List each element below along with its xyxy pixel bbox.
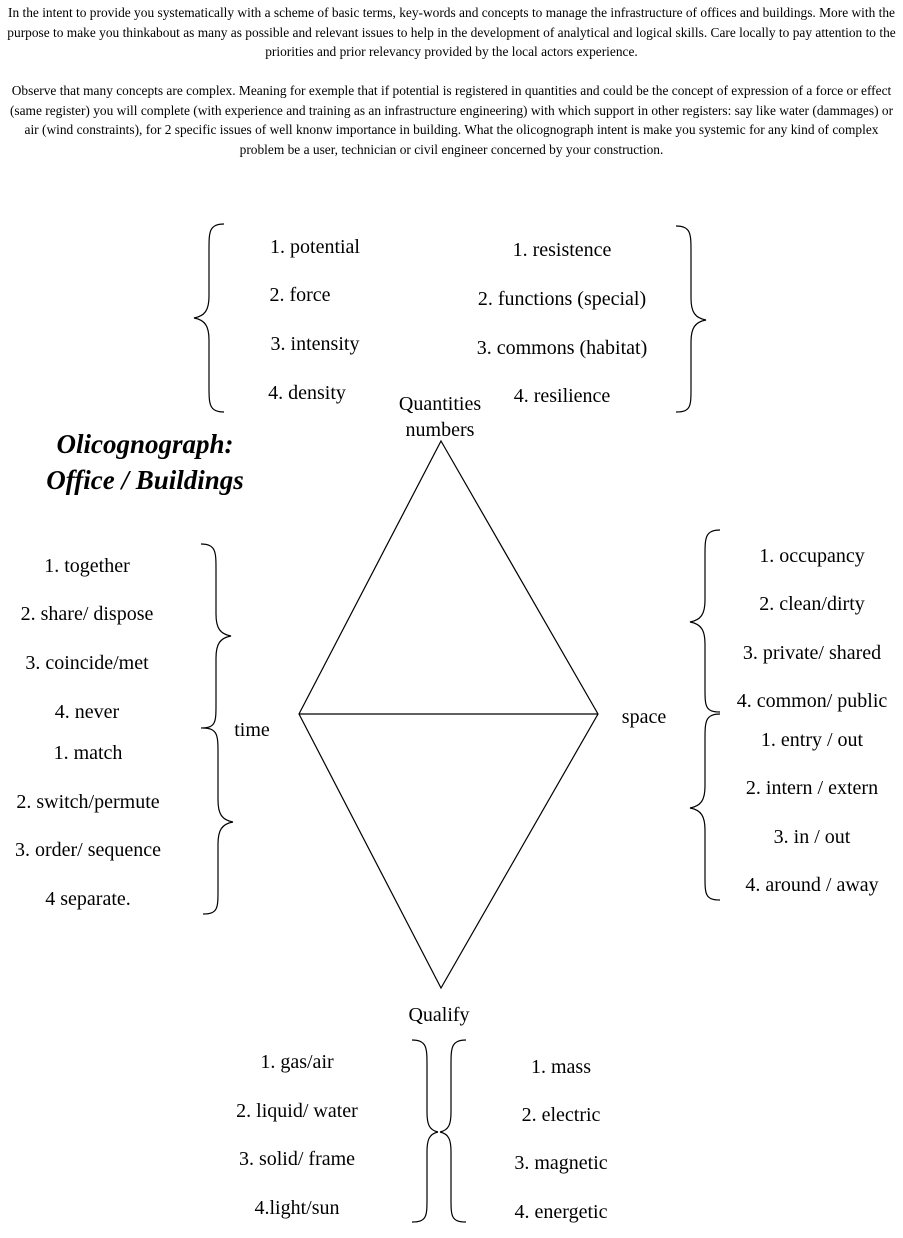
list-item-commons: 3. commons (habitat) xyxy=(476,337,648,359)
list-item-never: 4. never xyxy=(54,701,120,723)
list-item-around-away: 4. around / away xyxy=(745,874,879,896)
list-item-functions: 2. functions (special) xyxy=(477,288,647,310)
axis-label-time: time xyxy=(234,719,270,741)
list-item-together: 1. together xyxy=(44,555,130,577)
axis-label-quantities: Quantities xyxy=(398,393,482,415)
list-item-in-out: 3. in / out xyxy=(773,826,851,848)
list-item-density: 4. density xyxy=(268,382,346,404)
list-item-solid-frame: 3. solid/ frame xyxy=(238,1148,356,1170)
brace-right-upper xyxy=(689,529,721,713)
brace-bottom-left-lower xyxy=(411,1131,439,1223)
list-item-energetic: 4. energetic xyxy=(514,1201,608,1223)
list-item-liquid-water: 2. liquid/ water xyxy=(236,1100,358,1122)
list-item-magnetic: 3. magnetic xyxy=(514,1152,608,1174)
list-item-intensity: 3. intensity xyxy=(270,333,360,355)
list-item-light-sun: 4.light/sun xyxy=(254,1197,340,1219)
list-item-electric: 2. electric xyxy=(521,1104,601,1126)
intro-paragraph-1: In the intent to provide you systematica… xyxy=(7,5,896,59)
brace-bottom-left-upper xyxy=(411,1039,439,1133)
brace-top-right xyxy=(675,225,707,413)
brace-left-lower xyxy=(202,727,234,915)
axis-label-space: space xyxy=(621,706,667,728)
axis-label-qualify: Qualify xyxy=(408,1004,470,1026)
list-item-order-sequence: 3. order/ sequence xyxy=(14,839,162,861)
brace-top-left xyxy=(193,223,225,413)
intro-paragraph-2: Observe that many concepts are complex. … xyxy=(9,83,894,157)
list-item-potential: 1. potential xyxy=(270,236,360,258)
list-item-common-public: 4. common/ public xyxy=(736,690,888,712)
brace-left-upper xyxy=(200,543,232,729)
list-item-separate: 4 separate. xyxy=(45,888,131,910)
diamond-shape xyxy=(298,439,599,990)
list-item-resistence: 1. resistence xyxy=(512,239,612,261)
axis-label-numbers: numbers xyxy=(405,419,475,441)
list-item-clean-dirty: 2. clean/dirty xyxy=(759,593,865,615)
list-item-match: 1. match xyxy=(53,742,123,764)
list-item-mass: 1. mass xyxy=(531,1056,591,1078)
diagram-title-line-1: Olicognograph: xyxy=(56,429,234,459)
list-item-force: 2. force xyxy=(269,284,331,306)
list-item-private-shared: 3. private/ shared xyxy=(742,642,882,664)
list-item-intern-extern: 2. intern / extern xyxy=(745,777,879,799)
list-item-coincide-met: 3. coincide/met xyxy=(25,652,149,674)
brace-bottom-right-upper xyxy=(439,1039,467,1133)
diagram-title-line-2: Office / Buildings xyxy=(46,465,244,495)
list-item-entry-out: 1. entry / out xyxy=(760,729,864,751)
list-item-resilience: 4. resilience xyxy=(513,385,611,407)
list-item-occupancy: 1. occupancy xyxy=(759,545,865,567)
list-item-gas-air: 1. gas/air xyxy=(260,1051,334,1073)
list-item-switch-permute: 2. switch/permute xyxy=(16,791,160,813)
list-item-share-dispose: 2. share/ dispose xyxy=(20,603,154,625)
brace-right-lower xyxy=(689,713,721,901)
brace-bottom-right-lower xyxy=(439,1131,467,1223)
